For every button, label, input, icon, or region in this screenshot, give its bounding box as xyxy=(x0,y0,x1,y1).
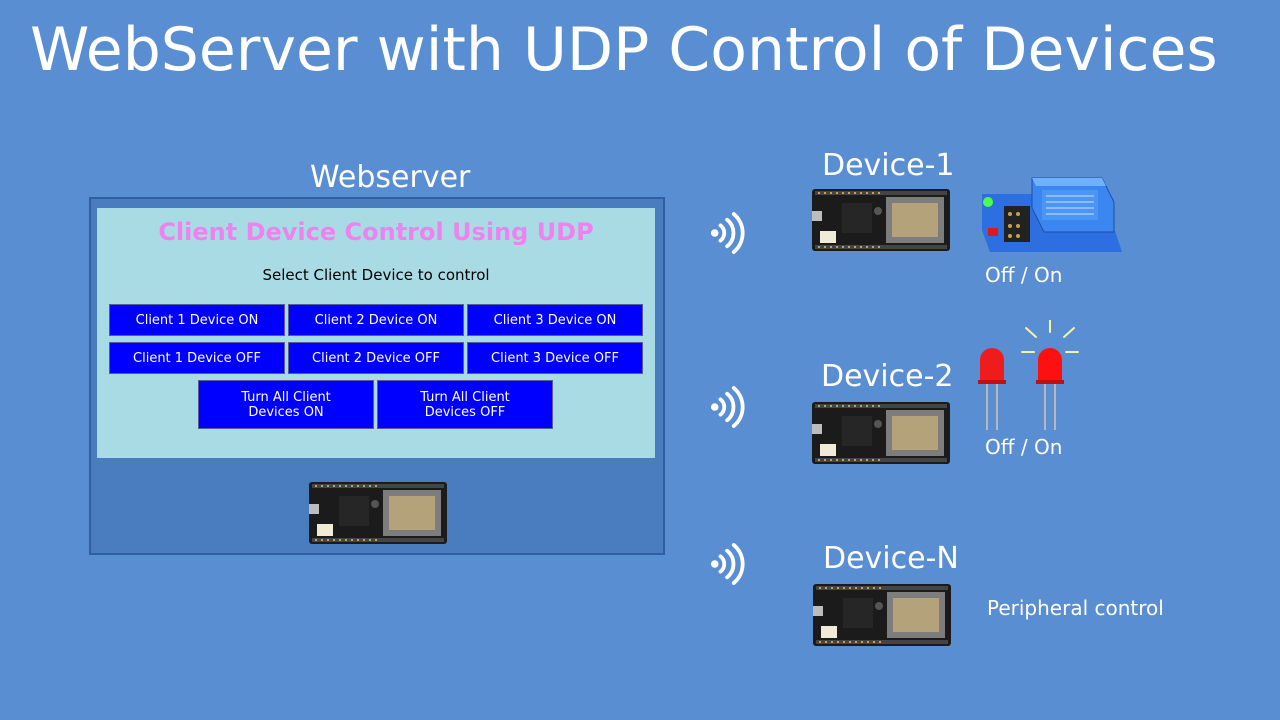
device-2-label: Device-2 xyxy=(821,359,954,394)
client3-on-button[interactable]: Client 3 Device ON xyxy=(467,304,643,336)
client3-off-button[interactable]: Client 3 Device OFF xyxy=(467,342,643,374)
all-off-button[interactable]: Turn All Client Devices OFF xyxy=(377,380,553,429)
webserver-label: Webserver xyxy=(310,160,471,195)
device-n-peripheral-label: Peripheral control xyxy=(987,596,1164,620)
wifi-signal-icon xyxy=(710,384,748,430)
webserver-panel: Client Device Control Using UDP Select C… xyxy=(97,208,655,458)
device-1-board-image xyxy=(812,189,950,251)
client2-on-button[interactable]: Client 2 Device ON xyxy=(288,304,464,336)
all-on-button-line1: Turn All Client xyxy=(241,389,331,405)
all-off-button-line1: Turn All Client xyxy=(420,389,510,405)
webserver-board-image xyxy=(309,482,447,544)
wifi-signal-icon xyxy=(710,210,748,256)
led-off-on-icon xyxy=(978,320,1079,430)
panel-heading: Client Device Control Using UDP xyxy=(158,218,594,246)
client1-on-button[interactable]: Client 1 Device ON xyxy=(109,304,285,336)
all-off-button-line2: Devices OFF xyxy=(424,404,506,420)
all-on-button[interactable]: Turn All Client Devices ON xyxy=(198,380,374,429)
device-2-board-image xyxy=(812,402,950,464)
device-1-state-label: Off / On xyxy=(985,263,1063,287)
device-n-label: Device-N xyxy=(823,541,959,576)
wifi-signal-icon xyxy=(710,541,748,587)
client2-off-button[interactable]: Client 2 Device OFF xyxy=(288,342,464,374)
device-n-board-image xyxy=(813,584,951,646)
relay-module-icon xyxy=(982,177,1122,252)
device-2-state-label: Off / On xyxy=(985,435,1063,459)
panel-subtitle: Select Client Device to control xyxy=(262,266,490,284)
device-1-label: Device-1 xyxy=(822,148,955,183)
page-title: WebServer with UDP Control of Devices xyxy=(30,15,1218,85)
client1-off-button[interactable]: Client 1 Device OFF xyxy=(109,342,285,374)
all-on-button-line2: Devices ON xyxy=(248,404,324,420)
